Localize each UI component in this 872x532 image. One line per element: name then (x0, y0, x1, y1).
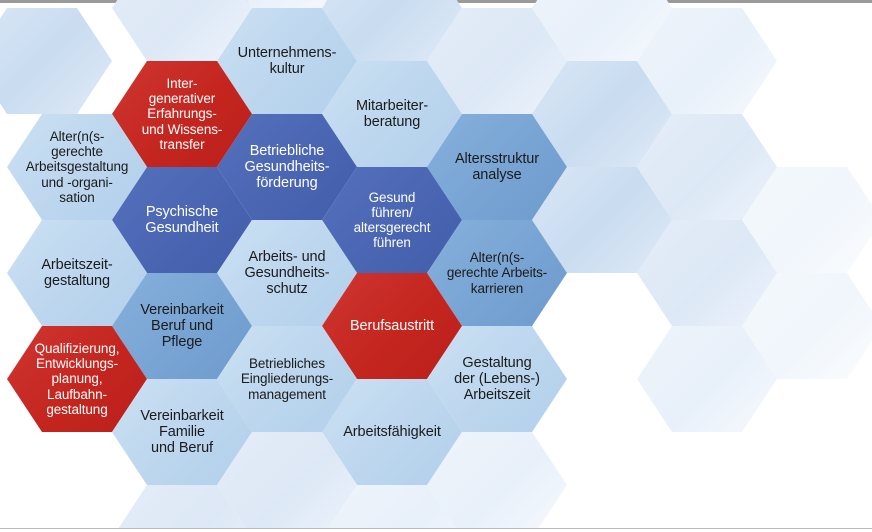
hex-berufsaustritt-label: Berufsaustritt (349, 317, 435, 334)
hex-alterngerechte-arbeitsgestaltung[interactable]: Alter(n(s- gerechte Arbeitsgestaltung un… (7, 114, 147, 220)
hex-arbeitsfaehigkeit[interactable]: Arbeitsfähigkeit (322, 379, 462, 485)
hex-intergenerativer-label: Inter- generativer Erfahrungs- und Wisse… (141, 76, 223, 152)
hex-arbeits-gesundheitsschutz-label: Arbeits- und Gesundheits- schutz (244, 248, 330, 298)
hex-alterngerechte-arbeitskarrieren-label: Alter(n(s- gerechte Arbeits- karrieren (446, 250, 548, 296)
hex-gesund-fuehren-label: Gesund führen/ altersgerecht führen (353, 189, 431, 251)
hex-mitarbeiterberatung[interactable]: Mitarbeiter- beratung (322, 61, 462, 167)
bottom-divider-rule (0, 528, 872, 532)
hex-faded-top-4 (217, 0, 357, 8)
hex-betriebliches-eingliederungsmanagement[interactable]: Betriebliches Eingliederungs- management (217, 326, 357, 432)
hex-betriebliches-eingliederungsmanagement-label: Betriebliches Eingliederungs- management (240, 356, 334, 402)
hex-berufsaustritt[interactable]: Berufsaustritt (322, 273, 462, 379)
hex-qualifizierung-label: Qualifizierung, Entwicklungs- planung, L… (34, 341, 120, 417)
hex-gestaltung-lebensarbeitszeit-label: Gestaltung der (Lebens-) Arbeitszeit (454, 354, 540, 404)
hex-mitarbeiterberatung-label: Mitarbeiter- beratung (355, 97, 429, 130)
hex-altersstrukturanalyse-label: Altersstruktur analyse (454, 150, 539, 183)
hex-arbeitsfaehigkeit-label: Arbeitsfähigkeit (343, 423, 441, 440)
hex-vereinbarkeit-familie-beruf-label: Vereinbarkeit Familie und Beruf (140, 407, 224, 457)
hex-faded-tl-1 (0, 8, 112, 114)
hex-psychische-gesundheit-label: Psychische Gesundheit (145, 203, 219, 236)
hex-vereinbarkeit-beruf-pflege-label: Vereinbarkeit Beruf und Pflege (140, 301, 224, 351)
hex-gesund-fuehren[interactable]: Gesund führen/ altersgerecht führen (322, 167, 462, 273)
hex-arbeitszeitgestaltung-label: Arbeitszeit- gestaltung (41, 256, 113, 289)
hex-betriebliche-gesundheitsfoerderung-label: Betriebliche Gesundheits- förderung (244, 142, 330, 192)
hex-alterngerechte-arbeitsgestaltung-label: Alter(n(s- gerechte Arbeitsgestaltung un… (25, 129, 129, 205)
hex-unternehmenskultur-label: Unternehmens- kultur (237, 44, 337, 77)
